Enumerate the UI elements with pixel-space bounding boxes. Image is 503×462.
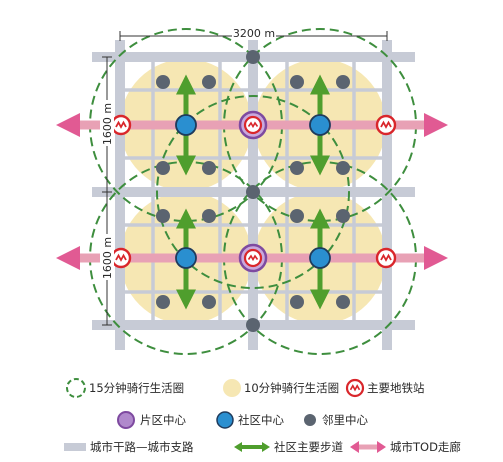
tod-arrowhead-left	[56, 113, 80, 137]
tod-arrowhead-right	[424, 113, 448, 137]
legend-neighborhood-center-icon	[304, 414, 316, 426]
legend-tod-icon	[350, 441, 386, 453]
neighborhood-center-icon	[290, 161, 304, 175]
metro-station-icon	[110, 247, 132, 269]
legend-10min-circle-icon	[223, 379, 241, 397]
legend-walkway-label: 社区主要步道	[274, 440, 343, 454]
tod-arrowhead-left	[56, 246, 80, 270]
legend-walkway-icon	[234, 442, 270, 452]
fifteen-minute-circle-center	[156, 95, 350, 289]
legend: 15分钟骑行生活圈 10分钟骑行生活圈 主要地铁站 片区中心 社区中心 邻里中心…	[64, 378, 461, 454]
legend-15min-label: 15分钟骑行生活圈	[89, 381, 184, 395]
legend-community-center-label: 社区中心	[238, 413, 284, 427]
metro-station-icon	[375, 247, 397, 269]
neighborhood-center-icon	[156, 209, 170, 223]
neighborhood-center-icon	[290, 209, 304, 223]
metro-station-icon	[110, 114, 132, 136]
neighborhood-center-icon	[156, 295, 170, 309]
legend-community-center-icon	[216, 411, 234, 429]
legend-10min-label: 10分钟骑行生活圈	[244, 381, 339, 395]
legend-neighborhood-center-label: 邻里中心	[322, 413, 368, 427]
dimension-annotations: 3200 m 1600 m 1600 m	[100, 26, 388, 326]
height-dimension-label-bottom: 1600 m	[101, 237, 114, 279]
community-centers	[175, 114, 331, 269]
neighborhood-center-icon	[336, 161, 350, 175]
neighborhood-center-icon	[202, 161, 216, 175]
neighborhood-center-icon	[156, 75, 170, 89]
height-dimension-label-top: 1600 m	[101, 103, 114, 145]
district-centers	[238, 110, 268, 273]
neighborhood-center-icon	[246, 318, 260, 332]
legend-roads-label: 城市干路—城市支路	[90, 440, 194, 454]
district-center-icon	[238, 110, 268, 140]
neighborhood-center-icon	[202, 209, 216, 223]
neighborhood-center-icon	[290, 295, 304, 309]
neighborhood-center-icon	[202, 295, 216, 309]
legend-district-center-label: 片区中心	[140, 413, 186, 427]
district-center-icon	[238, 243, 268, 273]
legend-15min-circle-icon	[66, 378, 86, 398]
neighborhood-centers	[156, 50, 350, 332]
neighborhood-center-icon	[202, 75, 216, 89]
legend-metro-icon	[345, 378, 365, 398]
community-center-icon	[309, 114, 331, 136]
legend-district-center-icon	[117, 411, 135, 429]
neighborhood-center-icon	[336, 209, 350, 223]
neighborhood-center-icon	[336, 75, 350, 89]
neighborhood-center-icon	[156, 161, 170, 175]
community-center-icon	[309, 247, 331, 269]
neighborhood-center-icon	[290, 75, 304, 89]
neighborhood-center-icon	[246, 185, 260, 199]
neighborhood-center-icon	[336, 295, 350, 309]
legend-metro-label: 主要地铁站	[367, 381, 425, 395]
metro-station-icon	[375, 114, 397, 136]
tod-arrowhead-right	[424, 246, 448, 270]
neighborhood-center-icon	[246, 50, 260, 64]
community-center-icon	[175, 247, 197, 269]
width-dimension-label: 3200 m	[233, 27, 275, 40]
community-center-icon	[175, 114, 197, 136]
legend-tod-label: 城市TOD走廊	[390, 440, 461, 454]
